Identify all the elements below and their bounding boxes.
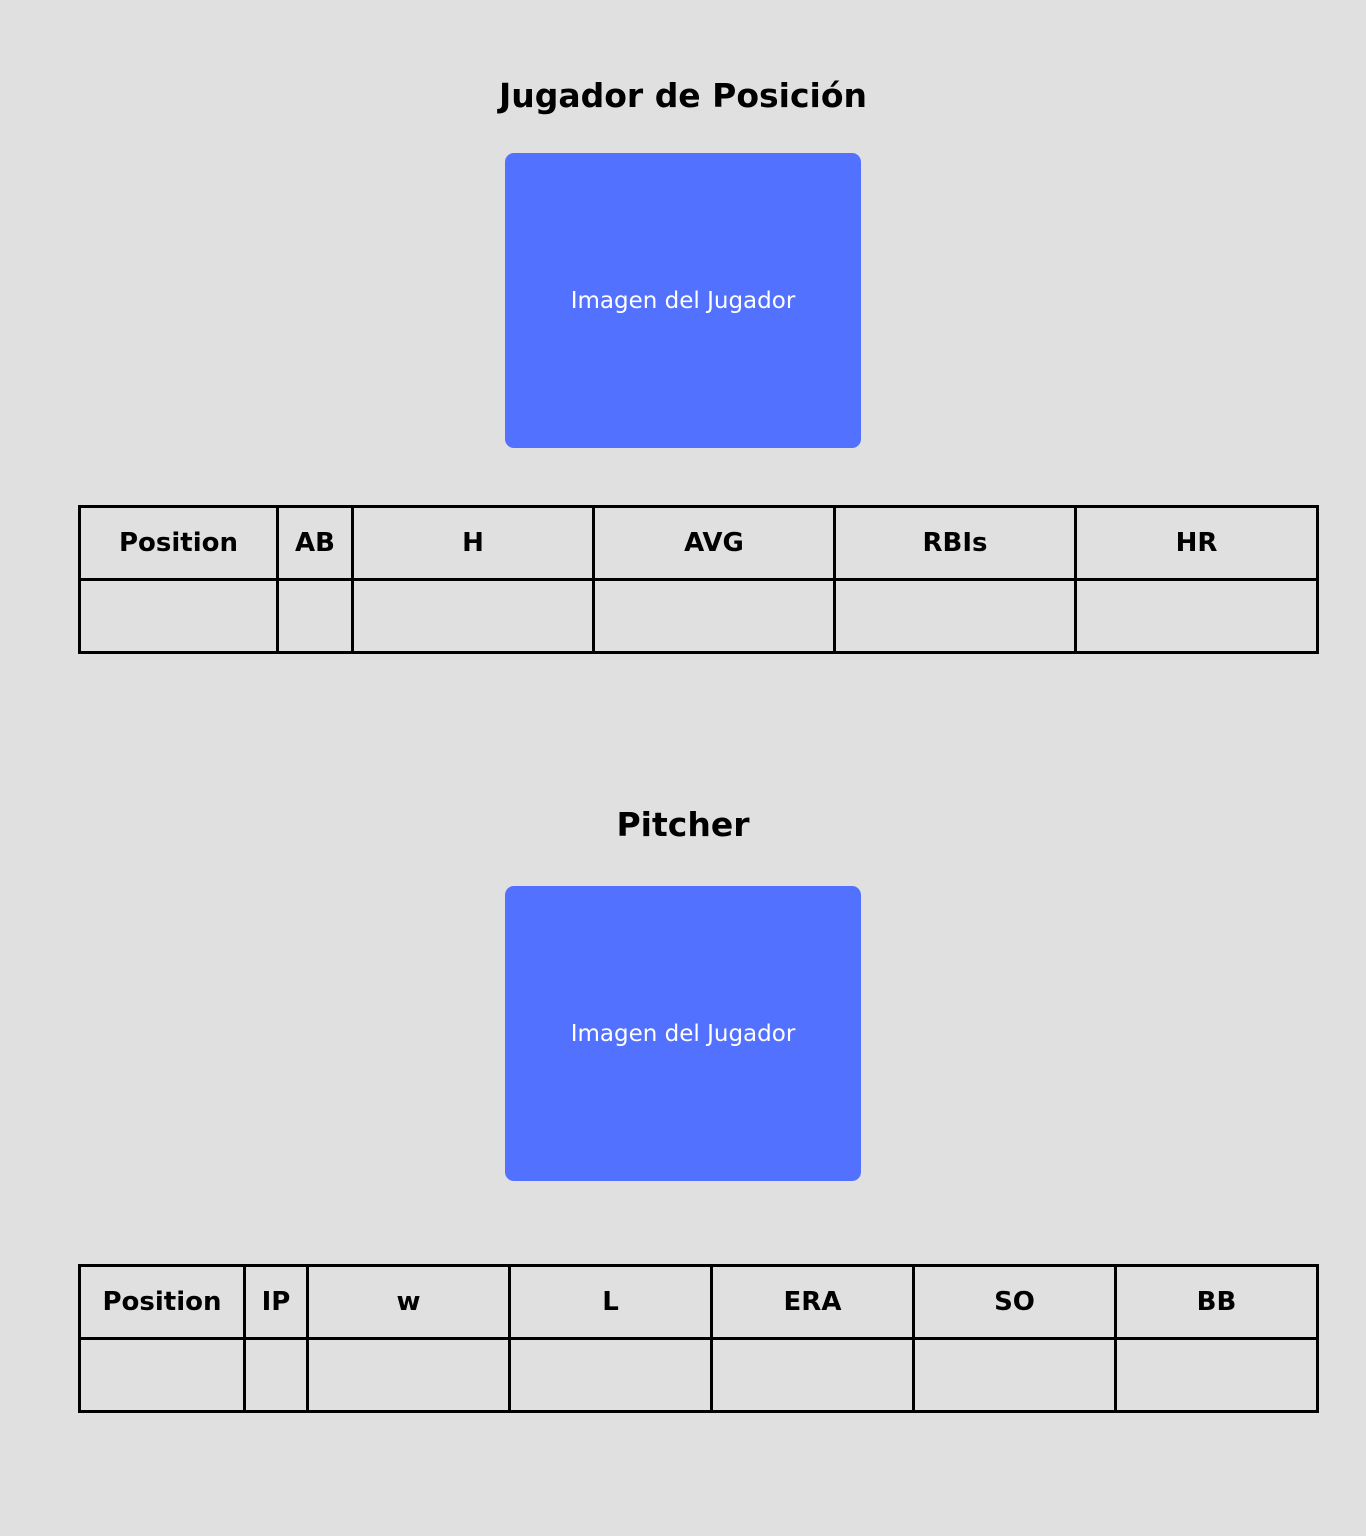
table-cell-h [351,578,595,654]
position-player-stats-table: Position AB H AVG RBIs HR [78,505,1319,654]
table-cell-ip [243,1337,309,1413]
column-header-hr: HR [1074,505,1319,581]
pitcher-image-placeholder: Imagen del Jugador [505,886,861,1181]
column-header-l: L [508,1264,713,1340]
column-header-so: SO [912,1264,1117,1340]
table-cell-avg [592,578,836,654]
table-row [78,1337,1319,1413]
table-row [78,578,1319,654]
column-header-position: Position [78,1264,246,1340]
table-cell-position [78,578,279,654]
table-cell-l [508,1337,713,1413]
column-header-era: ERA [710,1264,915,1340]
table-cell-w [306,1337,511,1413]
column-header-avg: AVG [592,505,836,581]
position-player-image-label: Imagen del Jugador [570,287,796,314]
column-header-position: Position [78,505,279,581]
table-cell-hr [1074,578,1319,654]
position-player-image-placeholder: Imagen del Jugador [505,153,861,448]
table-header-row: Position IP w L ERA SO BB [78,1264,1319,1340]
pitcher-title: Pitcher [616,805,750,844]
table-cell-so [912,1337,1117,1413]
column-header-ip: IP [243,1264,309,1340]
table-cell-rbis [833,578,1077,654]
pitcher-image-label: Imagen del Jugador [570,1020,796,1047]
table-cell-position [78,1337,246,1413]
table-cell-ab [276,578,354,654]
table-cell-bb [1114,1337,1319,1413]
position-player-title: Jugador de Posición [498,76,868,115]
pitcher-stats-table: Position IP w L ERA SO BB [78,1264,1319,1413]
table-header-row: Position AB H AVG RBIs HR [78,505,1319,581]
column-header-w: w [306,1264,511,1340]
column-header-rbis: RBIs [833,505,1077,581]
column-header-bb: BB [1114,1264,1319,1340]
table-cell-era [710,1337,915,1413]
column-header-h: H [351,505,595,581]
column-header-ab: AB [276,505,354,581]
